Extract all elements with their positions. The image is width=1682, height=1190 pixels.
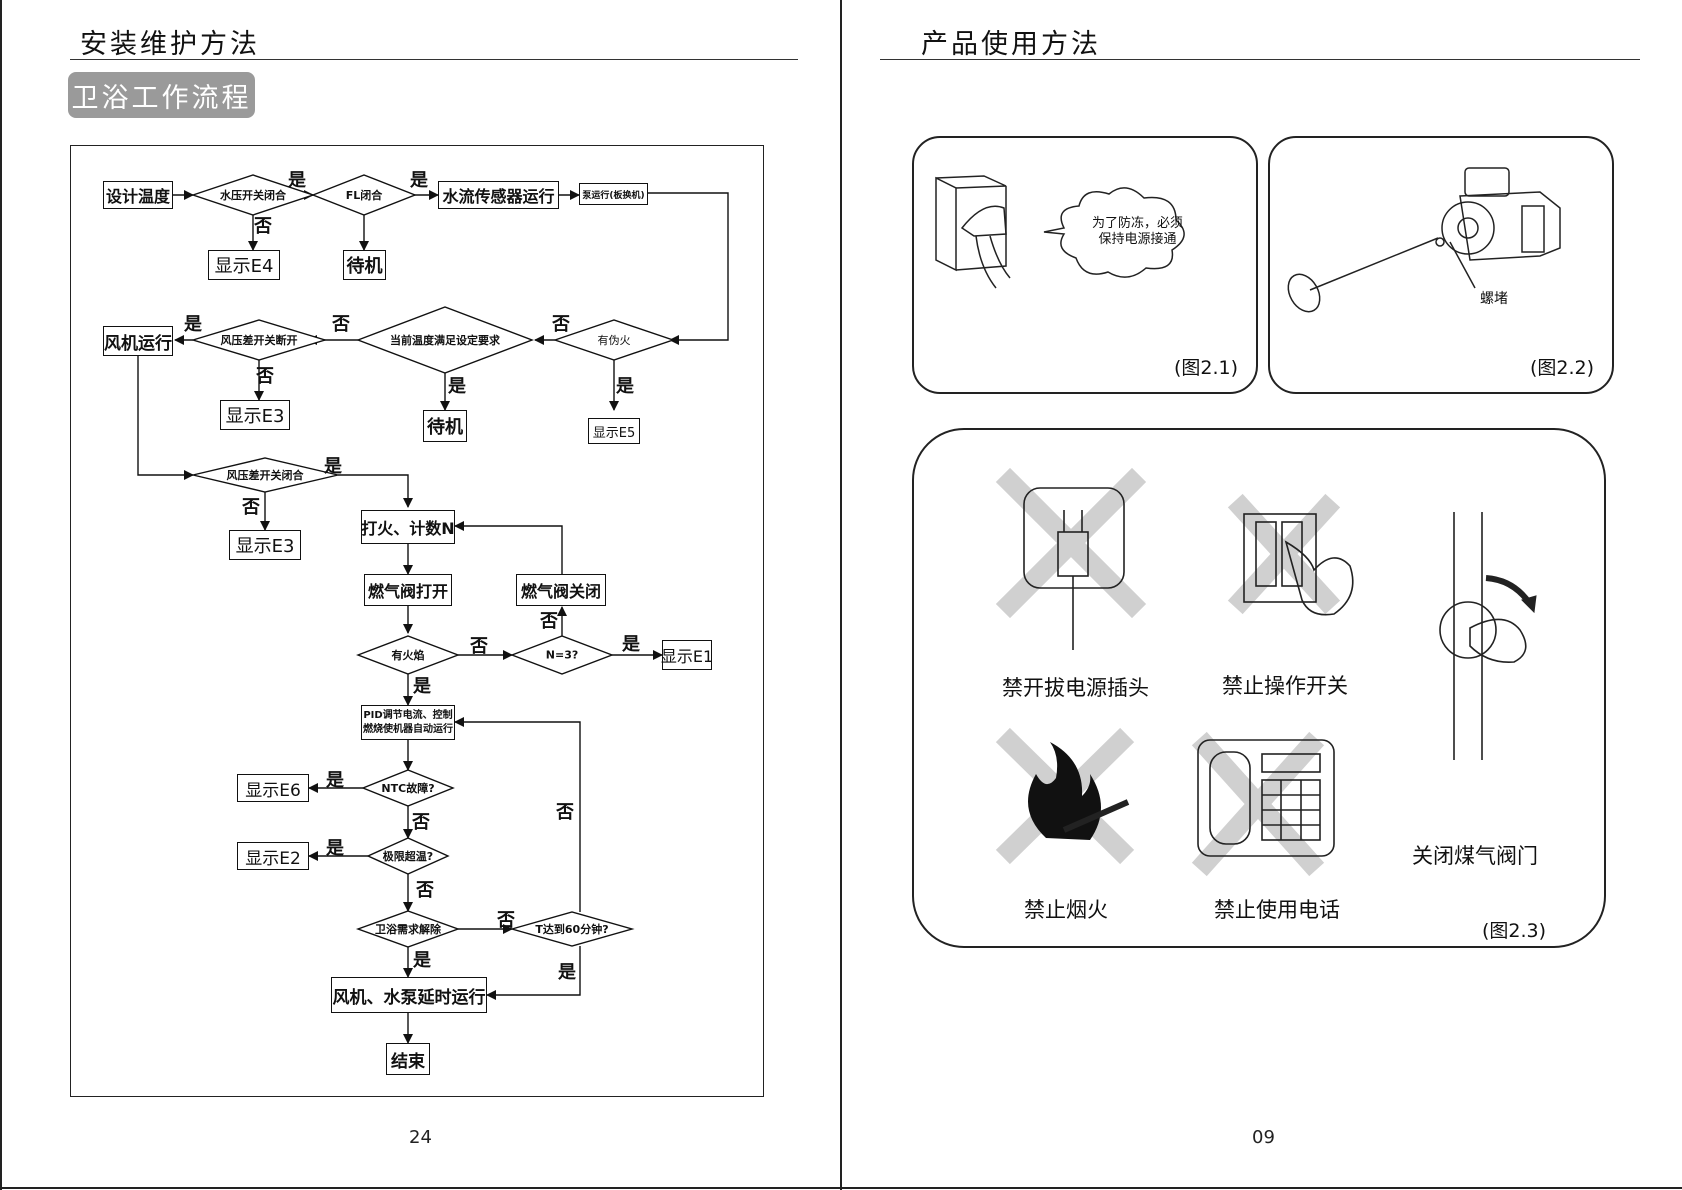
fl-closed-text: FL闭合: [345, 189, 383, 202]
set-temp-box: 设计温度: [103, 181, 173, 209]
figure-2-3-ref: (图2.3): [1482, 920, 1547, 942]
figure-2-1-ref: (图2.1): [1173, 357, 1238, 379]
gas-valve-icon: [1439, 512, 1537, 760]
air-diff-open-text: 风压差开关断开: [220, 334, 298, 347]
no-label: 否: [332, 314, 350, 335]
pump-screw-illustration: [1287, 167, 1561, 313]
delay-run-box: 风机、水泵延时运行: [331, 977, 487, 1013]
left-page-title: 安装维护方法: [80, 29, 260, 60]
yes-label: 是: [324, 456, 342, 477]
yes-label: 是: [288, 170, 306, 191]
show-e3-box-a: 显示E3: [220, 400, 290, 430]
no-label: 否: [470, 636, 488, 657]
no-phone-icon: [1191, 731, 1335, 877]
show-e2-box: 显示E2: [237, 842, 309, 870]
yes-label: 是: [622, 634, 640, 655]
no-label: 否: [497, 910, 515, 931]
no-label: 否: [412, 812, 430, 833]
gas-open-box: 燃气阀打开: [364, 574, 452, 606]
fan-run-box: 风机运行: [103, 326, 173, 356]
no-label: 否: [552, 314, 570, 335]
right-header-rule: [880, 59, 1640, 60]
flow-sensor-box: 水流传感器运行: [438, 181, 559, 209]
show-e1-box: 显示E1: [661, 640, 713, 670]
false-fire-text: 有伪火: [597, 334, 631, 347]
figure-2-1-panel: 为了防冻，必须 保持电源接通 (图2.1): [912, 136, 1258, 394]
right-page-number: 09: [1252, 1127, 1275, 1148]
ignite-count-box: 打火、计数N: [361, 510, 455, 544]
over-temp-text: 极限超温?: [382, 850, 434, 863]
bubble-line-1: 为了防冻，必须: [1092, 216, 1184, 231]
safety-icons-illustration: [995, 467, 1537, 877]
n-eq-3-text: N=3?: [545, 648, 579, 662]
antifreeze-note: 为了防冻，必须 保持电源接通: [1092, 216, 1183, 248]
no-label: 否: [540, 611, 558, 632]
no-label: 否: [416, 880, 434, 901]
yes-label: 是: [326, 838, 344, 859]
page-bottom-border: [0, 1187, 1682, 1189]
yes-label: 是: [326, 770, 344, 791]
left-page-number: 24: [409, 1127, 432, 1148]
standby-box-2: 待机: [423, 410, 467, 442]
no-label: 否: [242, 497, 260, 518]
standby-box-1: 待机: [343, 250, 386, 280]
yes-label: 是: [413, 950, 431, 971]
has-flame-text: 有火焰: [391, 649, 425, 662]
figure-2-2-panel: 螺堵 (图2.2): [1268, 136, 1614, 394]
yes-label: 是: [413, 676, 431, 697]
show-e3-box-b: 显示E3: [229, 530, 301, 560]
left-header-rule: [70, 59, 798, 60]
yes-label: 是: [410, 170, 428, 191]
no-label: 否: [256, 366, 274, 387]
caption-no-fire: 禁止烟火: [1024, 898, 1108, 922]
no-unplug-icon: [995, 467, 1147, 650]
yes-label: 是: [558, 962, 576, 983]
no-switch-icon: [1227, 493, 1354, 616]
pid-line-2: 燃烧使机器自动运行: [363, 723, 453, 735]
no-fire-icon: [995, 727, 1135, 865]
yes-label: 是: [184, 314, 202, 335]
no-label: 否: [254, 216, 272, 237]
yes-label: 是: [448, 376, 466, 397]
temp-meets-text: 当前温度满足设定要求: [390, 334, 500, 347]
caption-close-gas: 关闭煤气阀门: [1412, 844, 1538, 868]
figure-2-3-panel: 禁开拔电源插头 禁止操作开关 关闭煤气阀门 禁止烟火 禁止使用电话 (图2.3): [912, 428, 1606, 948]
yes-label: 是: [616, 376, 634, 397]
section-badge: 卫浴工作流程: [68, 72, 255, 118]
plug-screw-label: 螺堵: [1480, 291, 1508, 307]
show-e4-box: 显示E4: [208, 250, 280, 280]
page-divider: [840, 0, 842, 1190]
pid-line-1: PID调节电流、控制: [363, 709, 453, 721]
air-diff-closed-text: 风压差开关闭合: [226, 469, 304, 482]
show-e6-box: 显示E6: [237, 774, 309, 802]
show-e5-box: 显示E5: [588, 418, 640, 444]
end-box: 结束: [386, 1043, 430, 1075]
bubble-line-2: 保持电源接通: [1098, 232, 1177, 247]
pid-control-box: PID调节电流、控制 燃烧使机器自动运行: [361, 705, 455, 740]
flowchart-connectors: [137, 174, 729, 1044]
pump-run-box: 泵运行(板换机): [579, 183, 648, 205]
no-label: 否: [556, 802, 574, 823]
demand-release-text: 卫浴需求解除: [375, 923, 441, 936]
ntc-fault-text: NTC故障?: [381, 782, 435, 795]
caption-no-switch: 禁止操作开关: [1222, 674, 1348, 698]
page-border: [0, 0, 2, 1190]
wall-socket-illustration: [935, 175, 1185, 289]
caption-no-phone: 禁止使用电话: [1214, 898, 1340, 922]
water-pressure-switch-text: 水压开关闭合: [220, 189, 286, 202]
figure-2-2-ref: (图2.2): [1529, 357, 1594, 379]
right-page-title: 产品使用方法: [921, 29, 1101, 60]
caption-no-unplug: 禁开拔电源插头: [1002, 676, 1149, 700]
t-60-text: T达到60分钟?: [535, 923, 609, 936]
flowchart-frame: [70, 145, 764, 1097]
gas-close-box: 燃气阀关闭: [516, 574, 606, 606]
